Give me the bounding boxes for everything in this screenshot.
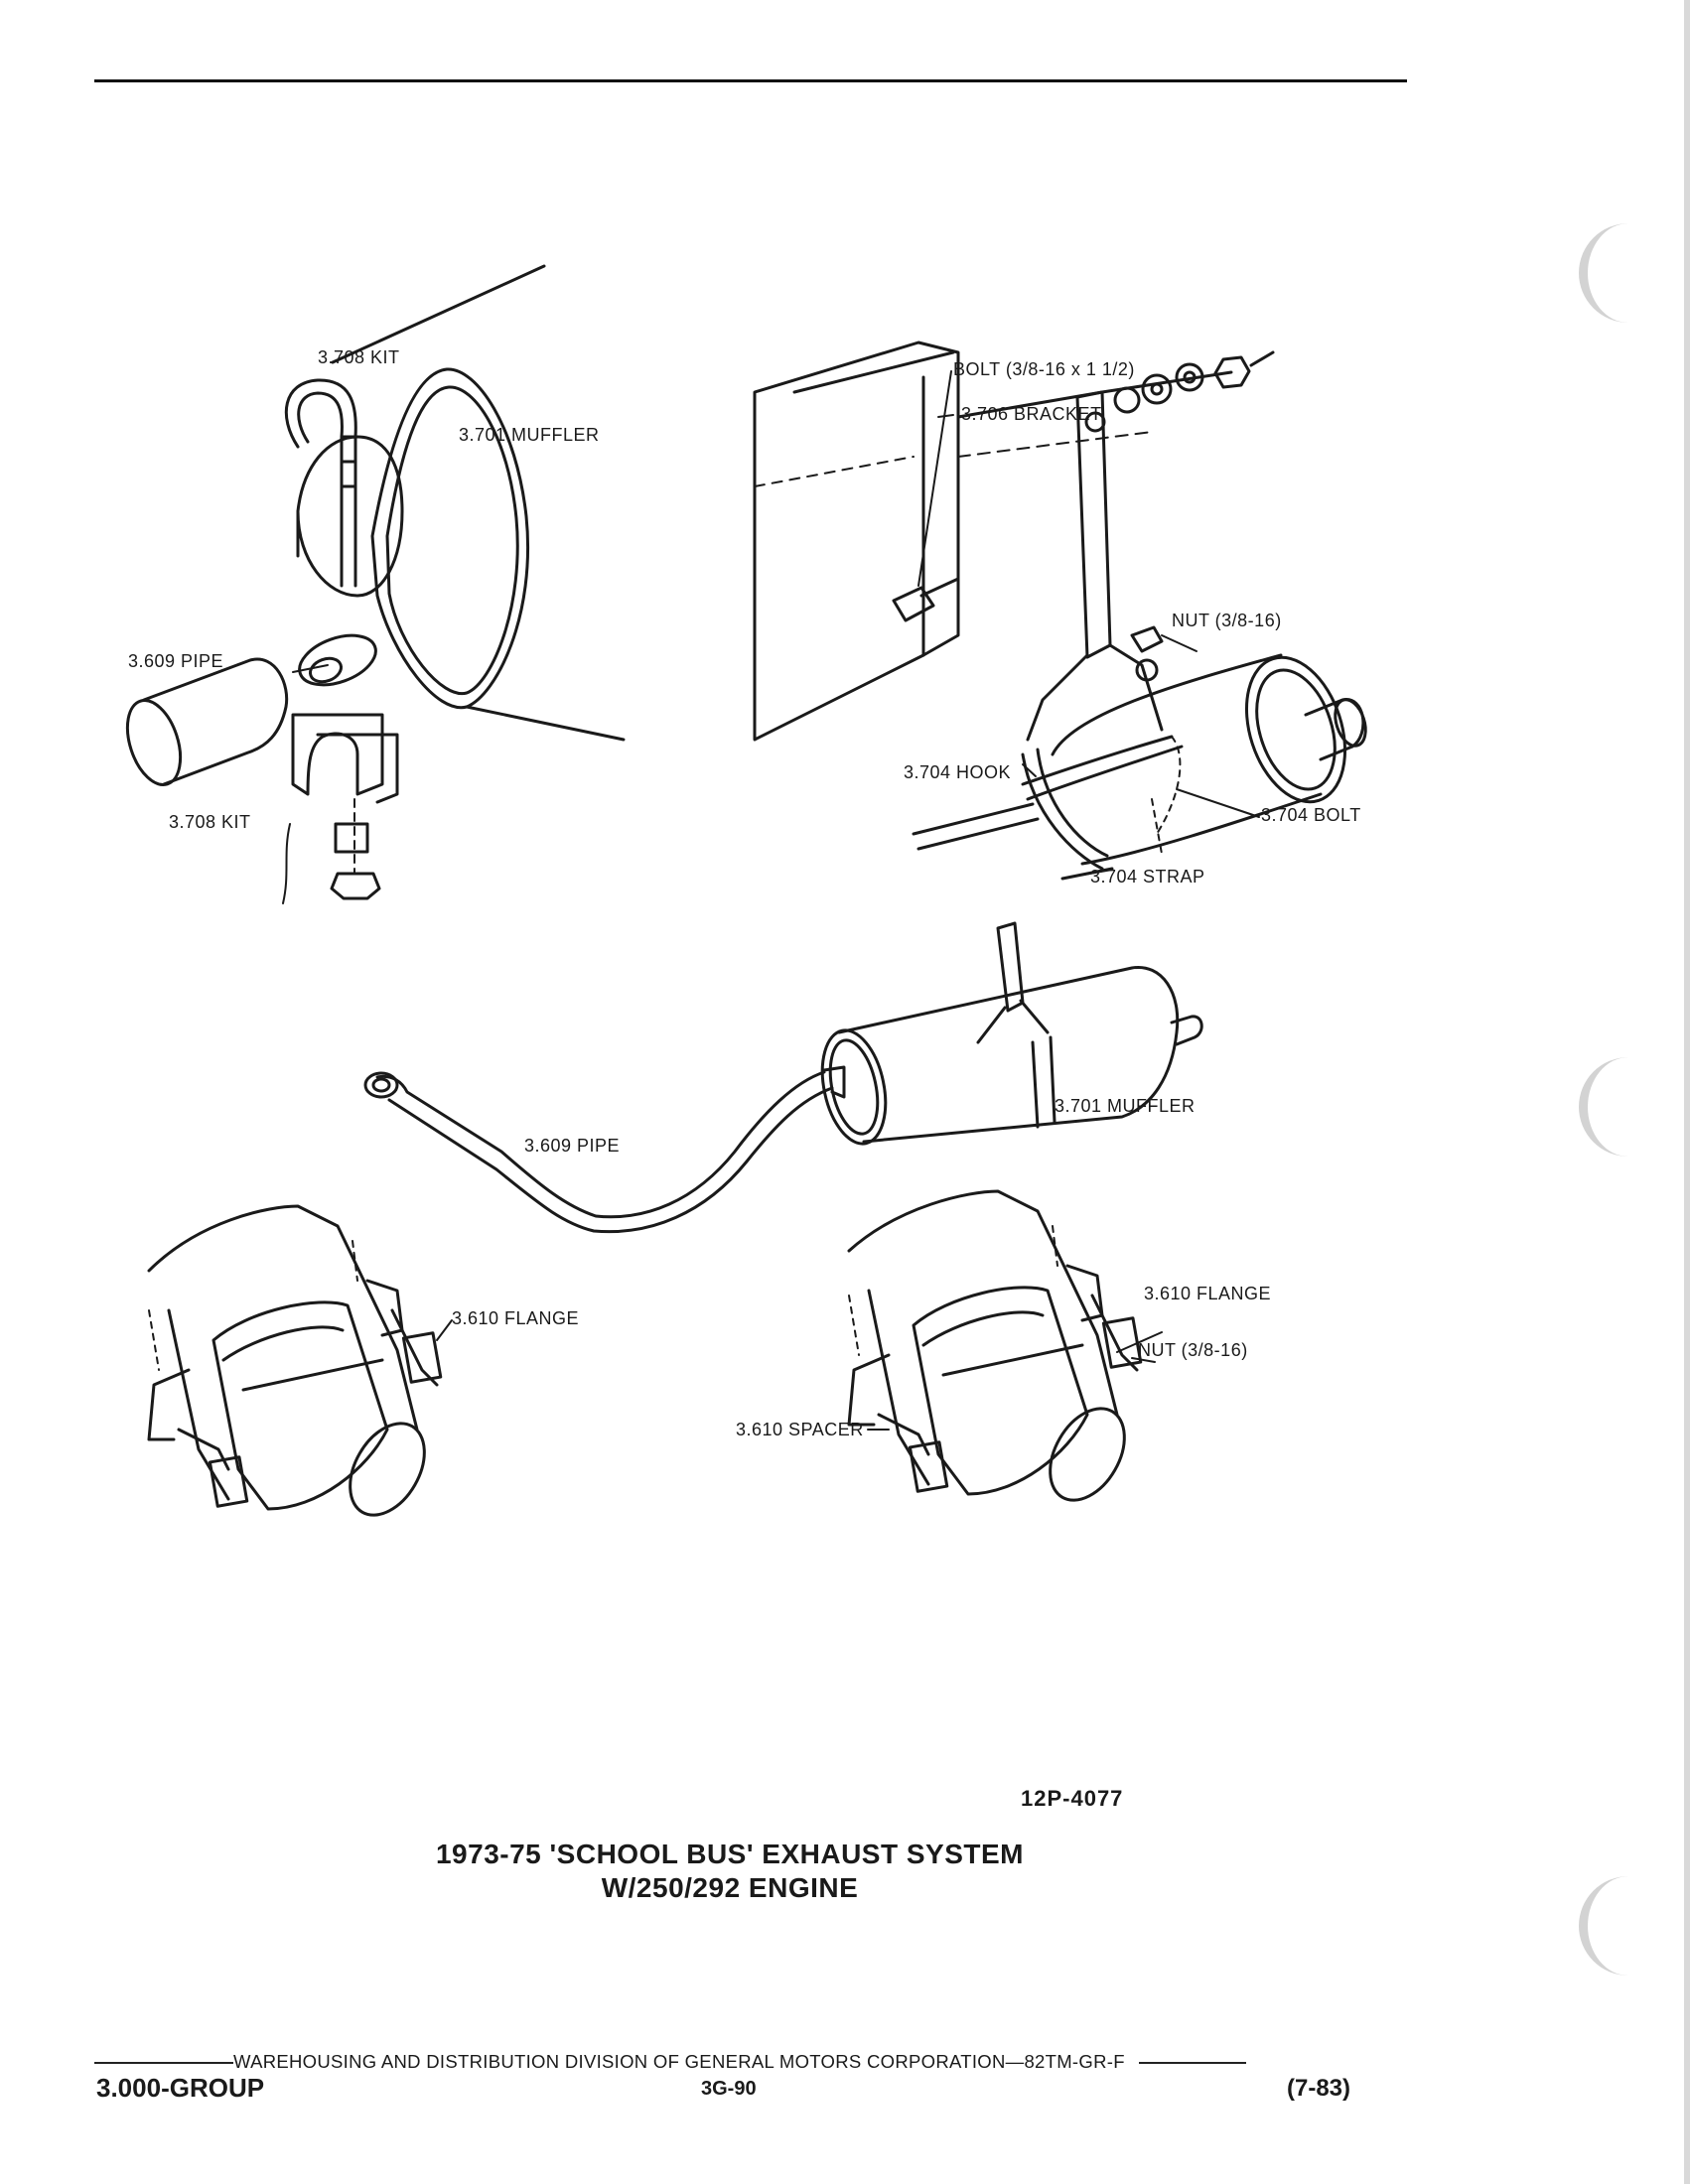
label-strap: 3.704 STRAP (1090, 867, 1205, 887)
label-nut-upper: NUT (3/8-16) (1172, 611, 1282, 630)
figure-code: 12P-4077 (1021, 1786, 1124, 1811)
label-spacer: 3.610 SPACER (736, 1420, 864, 1439)
flange-detail-right (847, 1189, 1143, 1502)
label-flange-right: 3.610 FLANGE (1144, 1284, 1272, 1303)
footer-group: 3.000-GROUP (96, 2073, 265, 2103)
figure-title-line1: 1973-75 'SCHOOL BUS' EXHAUST SYSTEM (435, 1839, 1024, 1869)
label-muffler-detail: 3.701 MUFFLER (459, 425, 600, 445)
binder-hole-middle (1579, 1057, 1637, 1157)
label-hook: 3.704 HOOK (904, 762, 1012, 782)
muffler-pipe-assembly (363, 921, 1203, 1234)
footer-date: (7-83) (1287, 2075, 1351, 2102)
footer-page-number: 3G-90 (701, 2078, 757, 2100)
binder-hole-top (1579, 223, 1637, 323)
label-muffler-main: 3.701 MUFFLER (1055, 1096, 1196, 1116)
footer-division: WAREHOUSING AND DISTRIBUTION DIVISION OF… (233, 2051, 1125, 2072)
flange-detail-left (147, 1204, 443, 1517)
muffler-hanger-detail (125, 264, 626, 904)
label-bolt: BOLT (3/8-16 x 1 1/2) (953, 359, 1135, 379)
label-flange-left: 3.610 FLANGE (452, 1308, 580, 1328)
label-bracket: 3.706 BRACKET (961, 404, 1102, 424)
page-edge-shadow (1684, 0, 1690, 2184)
top-rule (94, 79, 1407, 82)
label-nut-lower: NUT (3/8-16) (1138, 1340, 1248, 1360)
label-kit-top: 3.708 KIT (318, 347, 400, 367)
leader-lines (292, 370, 1260, 1431)
footer-rule-right (1138, 2062, 1246, 2065)
figure-title-line2: W/250/292 ENGINE (601, 1872, 859, 1903)
label-bolt-704: 3.704 BOLT (1261, 805, 1361, 825)
footer-rule-left (94, 2062, 233, 2065)
binder-hole-bottom (1579, 1876, 1637, 1976)
label-pipe-detail: 3.609 PIPE (128, 651, 224, 671)
label-pipe-main: 3.609 PIPE (524, 1136, 621, 1156)
bracket-strap-detail (753, 341, 1367, 881)
footer-division-line: WAREHOUSING AND DISTRIBUTION DIVISION OF… (94, 2051, 1370, 2073)
label-kit-bottom: 3.708 KIT (169, 812, 251, 832)
